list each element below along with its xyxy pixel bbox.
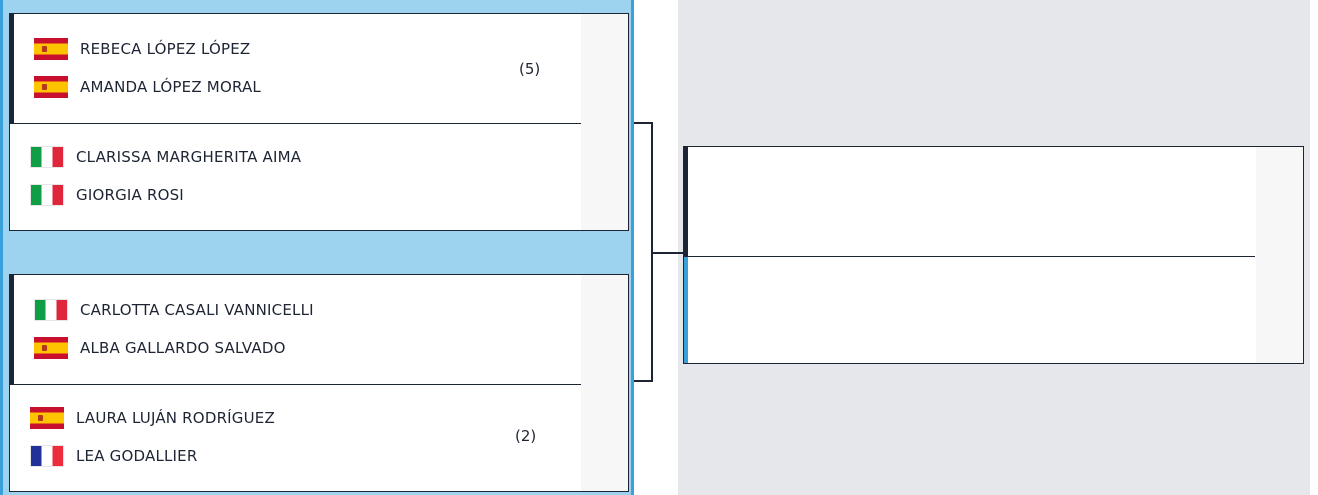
match-card-round-2[interactable] xyxy=(683,146,1304,364)
player-row: LEA GODALLIER xyxy=(30,445,197,467)
team-row-top[interactable]: CARLOTTA CASALI VANNICELLI ALBA GALLARDO… xyxy=(10,275,581,385)
player-name: REBECA LÓPEZ LÓPEZ xyxy=(80,40,251,58)
player-row: CARLOTTA CASALI VANNICELLI xyxy=(34,299,314,321)
player-name: CLARISSA MARGHERITA AIMA xyxy=(76,148,302,166)
spain-flag-icon xyxy=(30,407,64,429)
score-column xyxy=(581,275,628,491)
player-name: ALBA GALLARDO SALVADO xyxy=(80,339,286,357)
match-card-2[interactable]: CARLOTTA CASALI VANNICELLI ALBA GALLARDO… xyxy=(9,274,629,492)
team-row-bottom[interactable] xyxy=(684,257,1255,363)
match-card-1[interactable]: REBECA LÓPEZ LÓPEZ AMANDA LÓPEZ MORAL (5… xyxy=(9,13,629,231)
italy-flag-icon xyxy=(30,184,64,206)
bracket-connector-mid xyxy=(651,252,684,254)
bracket-connector-bottom xyxy=(634,380,653,382)
player-name: LAURA LUJÁN RODRÍGUEZ xyxy=(76,409,275,427)
team-row-bottom[interactable]: CLARISSA MARGHERITA AIMA GIORGIA ROSI xyxy=(10,124,581,230)
player-row: LAURA LUJÁN RODRÍGUEZ xyxy=(30,407,275,429)
player-row: AMANDA LÓPEZ MORAL xyxy=(34,76,261,98)
seed-badge: (2) xyxy=(515,427,537,445)
team-row-top[interactable] xyxy=(684,147,1255,257)
team-row-top[interactable]: REBECA LÓPEZ LÓPEZ AMANDA LÓPEZ MORAL (5… xyxy=(10,14,581,124)
player-row: CLARISSA MARGHERITA AIMA xyxy=(30,146,301,168)
france-flag-icon xyxy=(30,445,64,467)
score-column xyxy=(581,14,628,230)
italy-flag-icon xyxy=(30,146,64,168)
team-row-bottom[interactable]: LAURA LUJÁN RODRÍGUEZ LEA GODALLIER (2) xyxy=(10,385,581,491)
player-name: LEA GODALLIER xyxy=(76,447,198,465)
player-name: GIORGIA ROSI xyxy=(76,186,184,204)
spain-flag-icon xyxy=(34,38,68,60)
player-row: ALBA GALLARDO SALVADO xyxy=(34,337,286,359)
seed-badge: (5) xyxy=(519,60,541,78)
spain-flag-icon xyxy=(34,76,68,98)
italy-flag-icon xyxy=(34,299,68,321)
bracket-connector-top xyxy=(634,122,653,124)
player-row: GIORGIA ROSI xyxy=(30,184,184,206)
spain-flag-icon xyxy=(34,337,68,359)
score-column xyxy=(1256,147,1303,363)
player-name: AMANDA LÓPEZ MORAL xyxy=(80,78,261,96)
player-name: CARLOTTA CASALI VANNICELLI xyxy=(80,301,314,319)
player-row: REBECA LÓPEZ LÓPEZ xyxy=(34,38,250,60)
